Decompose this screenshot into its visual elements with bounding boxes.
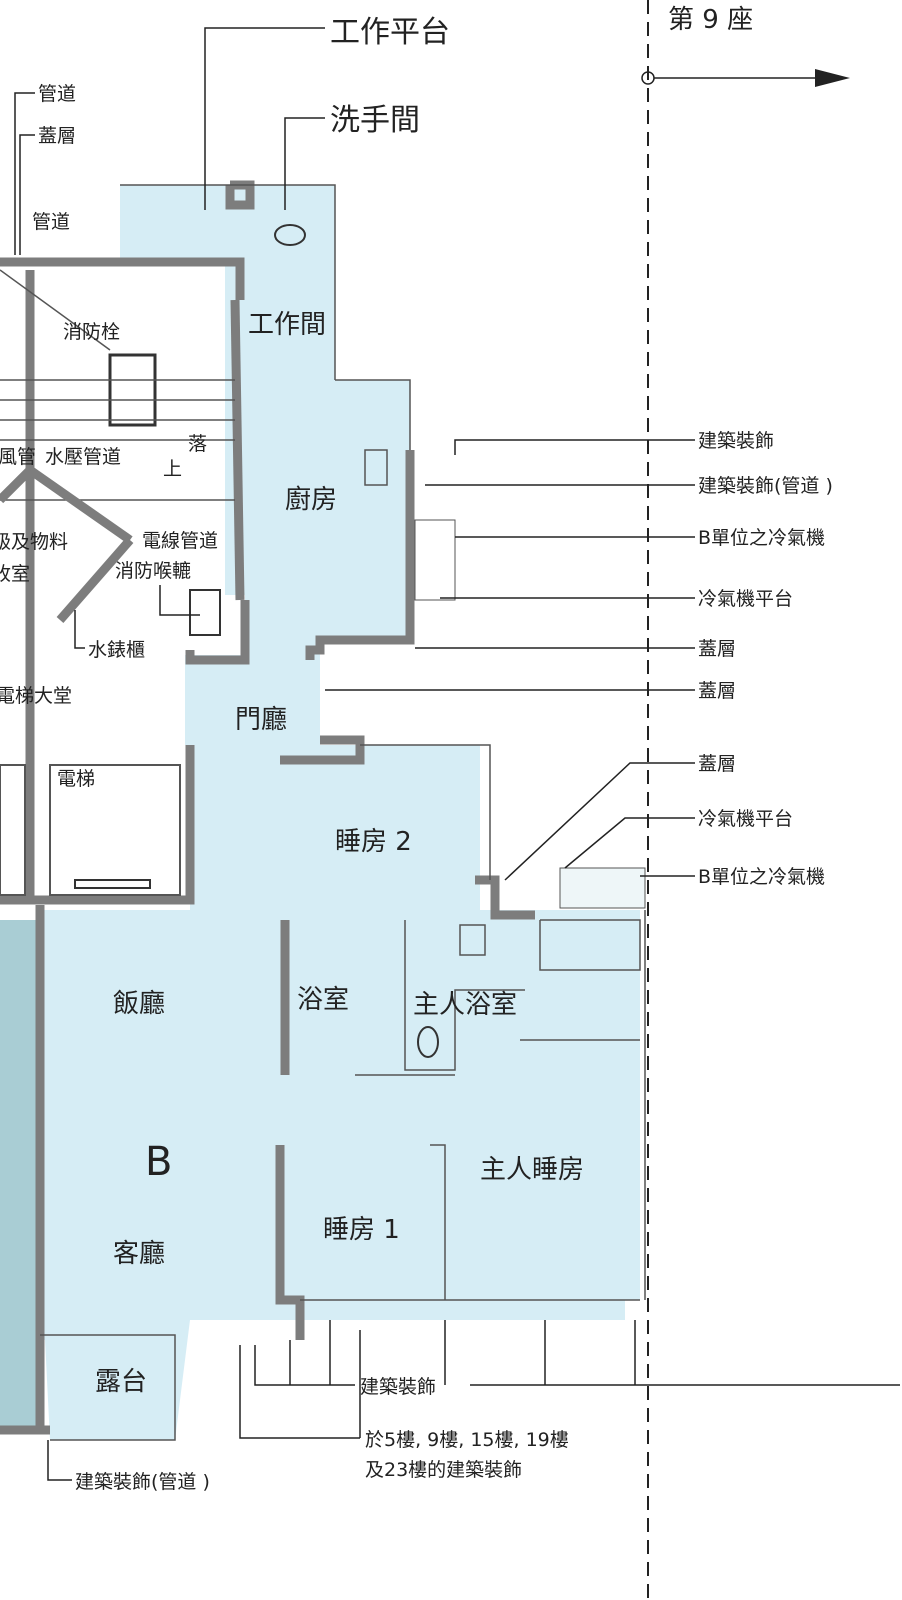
- room-foyer: 門廳: [235, 705, 287, 735]
- label-roof-1: 蓋層: [38, 125, 76, 147]
- label-duct-1: 管道: [38, 83, 76, 105]
- right-label-9: B單位之冷氣機: [698, 866, 825, 888]
- room-balcony: 露台: [95, 1367, 147, 1397]
- grid-line: [641, 0, 655, 1600]
- room-master-bath: 主人浴室: [413, 990, 517, 1020]
- label-hose-reel: 消防喉轆: [115, 560, 191, 582]
- unit-label: B: [145, 1139, 172, 1185]
- room-living: 客廳: [113, 1239, 165, 1269]
- label-work-platform: 工作平台: [330, 15, 450, 50]
- label-air-duct: 風管: [0, 446, 36, 468]
- room-master-bedroom: 主人睡房: [480, 1155, 584, 1185]
- right-label-3: B單位之冷氣機: [698, 527, 825, 549]
- right-label-1: 建築裝飾: [698, 430, 774, 452]
- bottom-leaders: [47, 1320, 900, 1481]
- room-kitchen: 廚房: [285, 485, 337, 515]
- right-label-8: 冷氣機平台: [698, 808, 793, 830]
- label-pressure-pipe: 水壓管道: [45, 446, 121, 468]
- label-duct-2: 管道: [32, 211, 70, 233]
- room-bedroom-1: 睡房 1: [323, 1215, 400, 1245]
- right-leaders: [325, 439, 695, 881]
- right-label-6: 蓋層: [698, 680, 736, 702]
- right-label-2: 建築裝飾(管道 ): [698, 475, 833, 497]
- bottom-label-floors-2: 及23樓的建築裝飾: [365, 1459, 522, 1481]
- right-label-7: 蓋層: [698, 753, 736, 775]
- label-washroom: 洗手間: [330, 103, 420, 138]
- bottom-label-floors-1: 於5樓, 9樓, 15樓, 19樓: [365, 1429, 569, 1451]
- bottom-label-feature-duct: 建築裝飾(管道 ): [75, 1471, 210, 1493]
- right-label-4: 冷氣機平台: [698, 588, 793, 610]
- label-down: 落: [188, 433, 207, 455]
- label-lift: 電梯: [57, 768, 95, 790]
- bottom-label-feature: 建築裝飾: [360, 1376, 436, 1398]
- right-label-5: 蓋層: [698, 638, 736, 660]
- label-up: 上: [163, 458, 182, 480]
- label-hydrant: 消防栓: [63, 321, 120, 343]
- label-refuse-room-1: 級及物料: [0, 531, 68, 553]
- room-utility: 工作間: [248, 310, 326, 340]
- label-lift-lobby: 電梯大堂: [0, 685, 72, 707]
- room-bathroom: 浴室: [297, 985, 349, 1015]
- label-refuse-room-2: 收室: [0, 563, 30, 585]
- block-label: 第 9 座: [668, 5, 753, 35]
- room-bedroom-2: 睡房 2: [335, 827, 412, 857]
- room-fills: [0, 185, 646, 1440]
- label-meter-cabinet: 水錶櫃: [88, 639, 145, 661]
- arrow-right-icon: [654, 69, 850, 87]
- label-cable-duct: 電線管道: [142, 530, 218, 552]
- walls: [0, 180, 646, 1441]
- room-dining: 飯廳: [113, 989, 165, 1019]
